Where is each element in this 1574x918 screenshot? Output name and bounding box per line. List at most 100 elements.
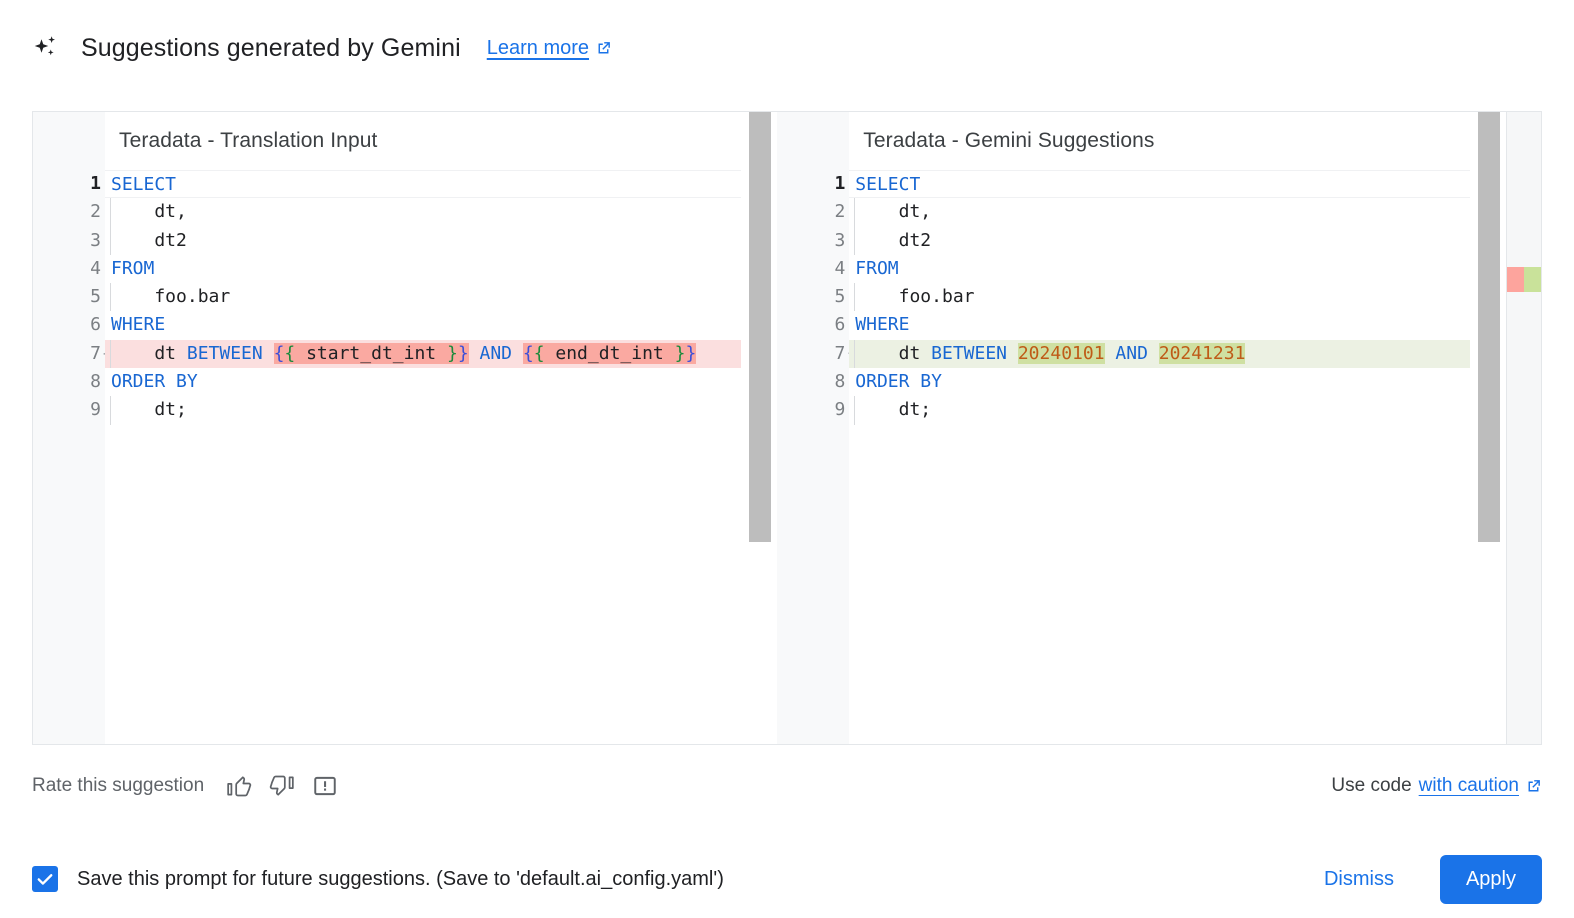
code-token: { xyxy=(533,342,545,364)
code-line: dt BETWEEN 20240101 AND 20241231 xyxy=(849,339,1470,369)
line-number: 4 xyxy=(90,257,101,279)
code-token: foo.bar xyxy=(855,286,975,308)
code-token: WHERE xyxy=(111,314,166,336)
code-token: SELECT xyxy=(855,174,921,195)
code-line: ORDER BY xyxy=(849,368,1470,396)
dismiss-button[interactable]: Dismiss xyxy=(1304,858,1414,901)
learn-more-link[interactable]: Learn more xyxy=(487,37,612,60)
right-code-area[interactable]: Teradata - Gemini Suggestions SELECT dt,… xyxy=(849,112,1470,744)
code-token: SELECT xyxy=(111,174,177,195)
code-token: 20241231 xyxy=(1158,342,1246,364)
page-title: Suggestions generated by Gemini xyxy=(81,33,461,62)
diff-overview-ruler[interactable] xyxy=(1506,112,1541,744)
code-line: FROM xyxy=(849,255,1470,283)
with-caution-link[interactable]: with caution xyxy=(1419,775,1542,797)
line-number: 8 xyxy=(834,371,846,393)
save-prompt-checkbox[interactable] xyxy=(32,866,58,892)
apply-button[interactable]: Apply xyxy=(1439,854,1542,904)
right-pane-header: Teradata - Gemini Suggestions xyxy=(849,112,1470,170)
sparkle-icon xyxy=(34,36,55,56)
line-number: 2 xyxy=(834,201,846,223)
code-token: FROM xyxy=(111,257,155,279)
right-scrollbar[interactable] xyxy=(1470,112,1506,744)
code-token: dt2 xyxy=(855,229,932,251)
code-token: AND xyxy=(479,342,513,364)
left-scrollbar[interactable] xyxy=(741,112,778,744)
code-token xyxy=(1007,343,1018,364)
code-token: dt, xyxy=(111,201,187,223)
overview-marker-add xyxy=(1524,267,1541,292)
with-caution-label: with caution xyxy=(1418,775,1519,796)
line-number: 7+ xyxy=(797,340,858,368)
code-token: end_dt_int xyxy=(544,342,675,364)
rate-label: Rate this suggestion xyxy=(32,775,205,796)
code-line: dt, xyxy=(849,198,1470,227)
line-number: 3 xyxy=(834,229,846,251)
code-token xyxy=(512,343,523,364)
code-token: { xyxy=(522,342,534,364)
code-token xyxy=(263,343,274,364)
code-token: FROM xyxy=(855,257,899,279)
thumb-down-icon[interactable] xyxy=(269,773,295,799)
rate-suggestion-bar: Rate this suggestion Use code with c xyxy=(0,758,1574,814)
code-line: SELECT xyxy=(105,170,742,199)
use-code-caution: Use code with caution xyxy=(1331,775,1542,797)
code-line: dt BETWEEN {{ start_dt_int }} AND {{ end… xyxy=(105,339,742,369)
code-line: WHERE xyxy=(849,311,1470,339)
code-token xyxy=(1148,343,1159,364)
code-token xyxy=(1105,343,1116,364)
code-token: } xyxy=(685,342,697,364)
code-token: } xyxy=(457,342,469,364)
right-scrollbar-thumb[interactable] xyxy=(1478,112,1500,542)
line-number: 5 xyxy=(834,286,846,308)
code-line: dt, xyxy=(105,198,741,227)
rate-icon-group xyxy=(226,773,338,799)
code-line: dt2 xyxy=(105,226,741,256)
left-linenum-header-spacer xyxy=(53,112,105,170)
code-line: foo.bar xyxy=(105,283,741,312)
code-token: dt2 xyxy=(111,229,187,251)
save-prompt-label: Save this prompt for future suggestions.… xyxy=(77,867,724,890)
code-token: 20240101 xyxy=(1017,342,1105,364)
right-gutter-pad xyxy=(777,112,798,744)
line-number: 3 xyxy=(90,229,101,251)
code-token xyxy=(469,343,480,364)
learn-more-label: Learn more xyxy=(486,36,590,59)
code-line: ORDER BY xyxy=(105,368,741,396)
code-line: foo.bar xyxy=(849,283,1470,312)
left-code-area[interactable]: Teradata - Translation Input SELECT dt, … xyxy=(105,112,742,744)
left-pane-title: Teradata - Translation Input xyxy=(119,129,378,152)
line-number: 8 xyxy=(90,371,101,393)
report-icon[interactable] xyxy=(312,773,338,799)
left-pane-header: Teradata - Translation Input xyxy=(105,112,741,170)
code-token: dt xyxy=(111,342,187,364)
code-token: AND xyxy=(1115,342,1148,364)
line-number: 7– xyxy=(53,340,114,368)
code-line: dt; xyxy=(849,396,1470,425)
check-icon xyxy=(37,874,53,885)
line-number: 6 xyxy=(90,314,101,336)
code-token: dt; xyxy=(111,399,187,421)
line-number: 6 xyxy=(834,314,846,336)
code-line: WHERE xyxy=(105,311,741,339)
code-line: FROM xyxy=(105,255,741,283)
line-number: 4 xyxy=(834,257,846,279)
code-token: { xyxy=(284,342,296,364)
code-token: foo.bar xyxy=(111,286,231,308)
code-token: ORDER BY xyxy=(111,371,198,393)
line-number: 2 xyxy=(90,201,101,223)
right-linenum-header-spacer xyxy=(797,112,849,170)
external-link-icon xyxy=(598,41,610,53)
code-token: ORDER BY xyxy=(855,371,942,393)
thumb-up-icon[interactable] xyxy=(226,773,252,799)
code-token: dt xyxy=(855,342,932,364)
left-scrollbar-thumb[interactable] xyxy=(749,112,772,542)
code-line: SELECT xyxy=(849,170,1470,199)
code-token: } xyxy=(446,342,458,364)
